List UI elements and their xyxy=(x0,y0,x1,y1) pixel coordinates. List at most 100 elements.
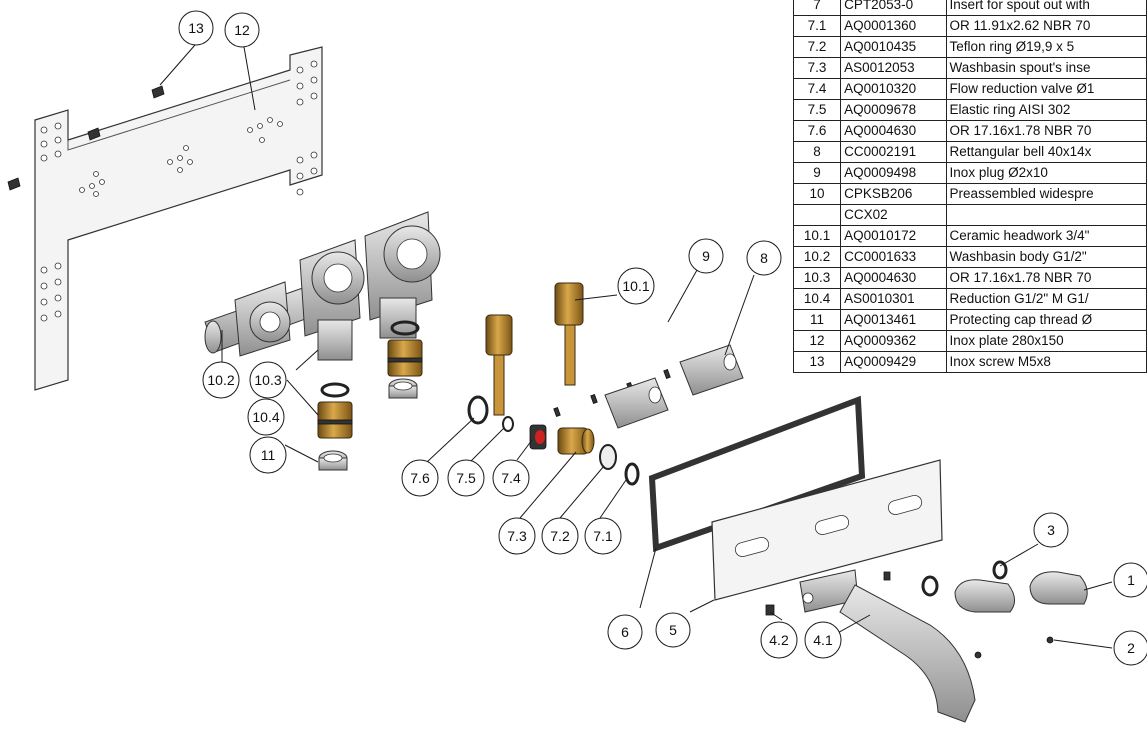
parts-table-desc-cell: Washbasin body G1/2" xyxy=(945,246,1147,268)
parts-table-code-cell: AQ0010320 xyxy=(840,78,947,100)
callout-10-2: 10.2 xyxy=(202,361,240,399)
svg-text:11: 11 xyxy=(261,447,276,463)
parts-table-ref-cell: 8 xyxy=(792,141,842,163)
leader-lines xyxy=(159,44,1113,649)
grub-screw-small xyxy=(883,571,891,581)
callout-9: 9 xyxy=(688,238,724,274)
svg-text:4.1: 4.1 xyxy=(813,632,833,648)
parts-table-ref-cell: 7.5 xyxy=(792,99,842,121)
parts-table-code-cell: AQ0004630 xyxy=(840,120,947,142)
parts-table-desc-cell: Inox plate 280x150 xyxy=(945,330,1147,352)
svg-text:13: 13 xyxy=(188,20,204,36)
callout-13: 13 xyxy=(178,10,214,46)
parts-table-desc-cell: Inox plug Ø2x10 xyxy=(945,162,1147,184)
parts-table-code-cell: CC0002191 xyxy=(840,141,947,163)
ring-spout-side xyxy=(921,575,939,597)
svg-text:6: 6 xyxy=(621,624,629,640)
parts-table-desc-cell: Protecting cap thread Ø xyxy=(945,309,1147,331)
ring-3 xyxy=(992,560,1008,580)
callout-7-2: 7.2 xyxy=(541,517,579,555)
callout-4-2: 4.2 xyxy=(760,621,798,659)
plate-holes xyxy=(40,60,318,322)
parts-table-desc-cell: OR 17.16x1.78 NBR 70 xyxy=(945,120,1147,142)
callout-7-3: 7.3 xyxy=(498,517,536,555)
svg-text:7.3: 7.3 xyxy=(507,528,527,544)
parts-table-code-cell: AS0010301 xyxy=(840,288,947,310)
svg-text:7.2: 7.2 xyxy=(550,528,570,544)
parts-table-ref-cell: 10 xyxy=(792,183,842,205)
mounting-plate xyxy=(34,46,323,391)
parts-table-code-cell: AQ0010435 xyxy=(840,36,947,58)
parts-table-ref-cell: 11 xyxy=(792,309,842,331)
washbasin-body xyxy=(204,211,441,361)
cap-11-a xyxy=(318,450,348,471)
reduction-10-4-a xyxy=(317,401,353,439)
o-ring-10-3-a xyxy=(320,382,350,398)
parts-table-desc-cell: Flow reduction valve Ø1 xyxy=(945,78,1147,100)
flow-valve-7-4 xyxy=(529,424,547,450)
callout-7-5: 7.5 xyxy=(447,459,485,497)
bell-8-a xyxy=(604,377,669,429)
screw-13-a xyxy=(7,177,21,191)
parts-table-desc-cell: Ceramic headwork 3/4" xyxy=(945,225,1147,247)
spout-insert-7-3 xyxy=(557,427,595,455)
parts-table-code-cell: AQ0004630 xyxy=(840,267,947,289)
parts-table-ref-cell: 7.4 xyxy=(792,78,842,100)
parts-table-ref-cell: 9 xyxy=(792,162,842,184)
callout-11: 11 xyxy=(249,436,287,474)
parts-table-ref-cell: 7.2 xyxy=(792,36,842,58)
callout-10-3: 10.3 xyxy=(249,361,287,399)
cover-plate-5 xyxy=(711,459,943,601)
parts-table-desc-cell: Elastic ring AISI 302 xyxy=(945,99,1147,121)
parts-table-desc-cell: Teflon ring Ø19,9 x 5 xyxy=(945,36,1147,58)
parts-table-ref-cell: 7 xyxy=(792,0,842,16)
svg-text:7.6: 7.6 xyxy=(410,470,430,486)
parts-table-code-cell: AQ0009678 xyxy=(840,99,947,121)
parts-table-code-cell: CCX02 xyxy=(840,204,947,226)
parts-table-ref-cell: 10.3 xyxy=(792,267,842,289)
parts-table-code-cell: AS0012053 xyxy=(840,57,947,79)
parts-table-code-cell: CPKSB206 xyxy=(840,183,947,205)
svg-text:12: 12 xyxy=(234,22,250,38)
small-dot xyxy=(974,651,982,659)
parts-table-ref-cell: 10.2 xyxy=(792,246,842,268)
parts-table-desc-cell: Insert for spout out with xyxy=(945,0,1147,16)
callout-2: 2 xyxy=(1113,630,1147,666)
bell-8-b xyxy=(679,344,744,396)
svg-text:10.4: 10.4 xyxy=(252,409,279,425)
svg-text:8: 8 xyxy=(760,250,768,266)
ceramic-headwork-a xyxy=(485,314,513,416)
grub-screw-4-2 xyxy=(765,604,775,616)
callout-7-6: 7.6 xyxy=(401,459,439,497)
parts-table-desc-cell: Washbasin spout's inse xyxy=(945,57,1147,79)
parts-table-code-cell: AQ0010172 xyxy=(840,225,947,247)
svg-text:10.1: 10.1 xyxy=(622,278,649,294)
svg-text:10.3: 10.3 xyxy=(254,372,281,388)
handle-knob-a xyxy=(954,579,1015,613)
callout-7-4: 7.4 xyxy=(492,459,530,497)
parts-table-desc-cell: Rettangular bell 40x14x xyxy=(945,141,1147,163)
o-ring-10-3-b xyxy=(390,320,420,336)
callout-7-1: 7.1 xyxy=(584,517,622,555)
callout-12: 12 xyxy=(224,12,260,48)
svg-text:7.1: 7.1 xyxy=(593,528,613,544)
o-ring-7-1 xyxy=(624,462,640,486)
svg-text:3: 3 xyxy=(1047,522,1055,538)
callout-10-1: 10.1 xyxy=(617,267,655,305)
parts-table-desc-cell xyxy=(945,204,1147,226)
callout-10-4: 10.4 xyxy=(247,398,285,436)
screw-13-c xyxy=(151,85,165,99)
elastic-ring-7-5 xyxy=(502,416,514,432)
gasket-6 xyxy=(648,395,866,553)
callout-8: 8 xyxy=(746,240,782,276)
parts-table-ref-cell: 12 xyxy=(792,330,842,352)
svg-text:5: 5 xyxy=(669,622,677,638)
callout-5: 5 xyxy=(655,612,691,648)
